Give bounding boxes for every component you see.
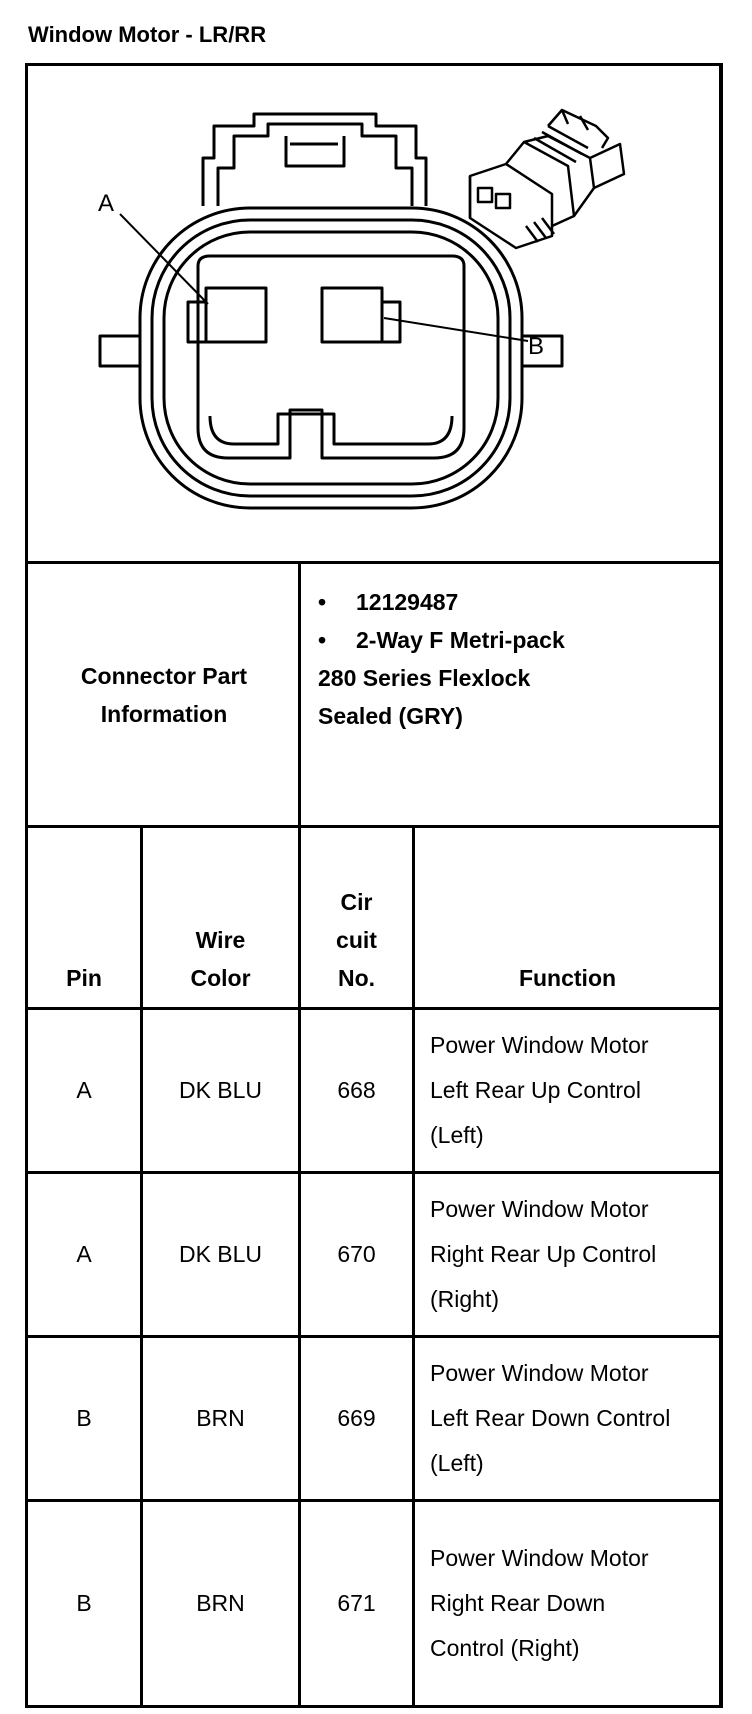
connector-seal: Sealed (GRY) [318,703,463,729]
pin-label-a: A [98,190,114,217]
header-function: Function [518,965,617,991]
connector-info: • 12129487 • 2-Way F Metri-pack 280 Seri… [302,566,720,824]
cell-pin: B [76,1590,92,1616]
cell-circuit: 669 [337,1405,376,1431]
cell-pin: A [76,1077,92,1103]
divider [25,561,723,564]
cell-function: Power Window Motor Left Rear Up Control … [430,1032,649,1148]
bullet-icon: • [318,627,327,653]
connector-3d-icon [468,108,626,250]
header-wire-color: Wire Color [190,927,251,991]
cell-pin: A [76,1241,92,1267]
connector-diagram: A B [98,108,626,510]
cell-circuit: 668 [337,1077,376,1103]
cell-function: Power Window Motor Left Rear Down Contro… [430,1360,671,1476]
cell-circuit: 670 [337,1241,376,1267]
cell-wire-color: DK BLU [178,1077,263,1103]
cell-wire-color: BRN [196,1405,245,1431]
cell-function: Power Window Motor Right Rear Up Control… [430,1196,657,1312]
cell-wire-color: DK BLU [178,1241,263,1267]
divider [298,561,301,1708]
cell-wire-color: BRN [196,1590,245,1616]
divider [25,825,723,828]
connector-series: 280 Series Flexlock [318,665,531,691]
pin-label-b: B [528,333,544,360]
header-circuit-no: Cir cuit No. [336,889,377,991]
connector-type: • 2-Way F Metri-pack [318,621,720,659]
connector-part-number: • 12129487 [318,583,720,621]
divider [25,1335,723,1338]
connector-face-icon [98,112,564,510]
divider [412,825,415,1708]
page-title: Window Motor - LR/RR [28,22,267,47]
table-frame [25,63,723,1708]
cell-function: Power Window Motor Right Rear Down Contr… [430,1545,649,1661]
bullet-icon: • [318,589,327,615]
divider [25,1499,723,1502]
connector-label: Connector Part Information [80,663,248,727]
cell-pin: B [76,1405,92,1431]
divider [140,825,143,1708]
header-pin: Pin [66,965,102,991]
divider [25,1007,723,1010]
divider [25,1171,723,1174]
cell-circuit: 671 [337,1590,376,1616]
